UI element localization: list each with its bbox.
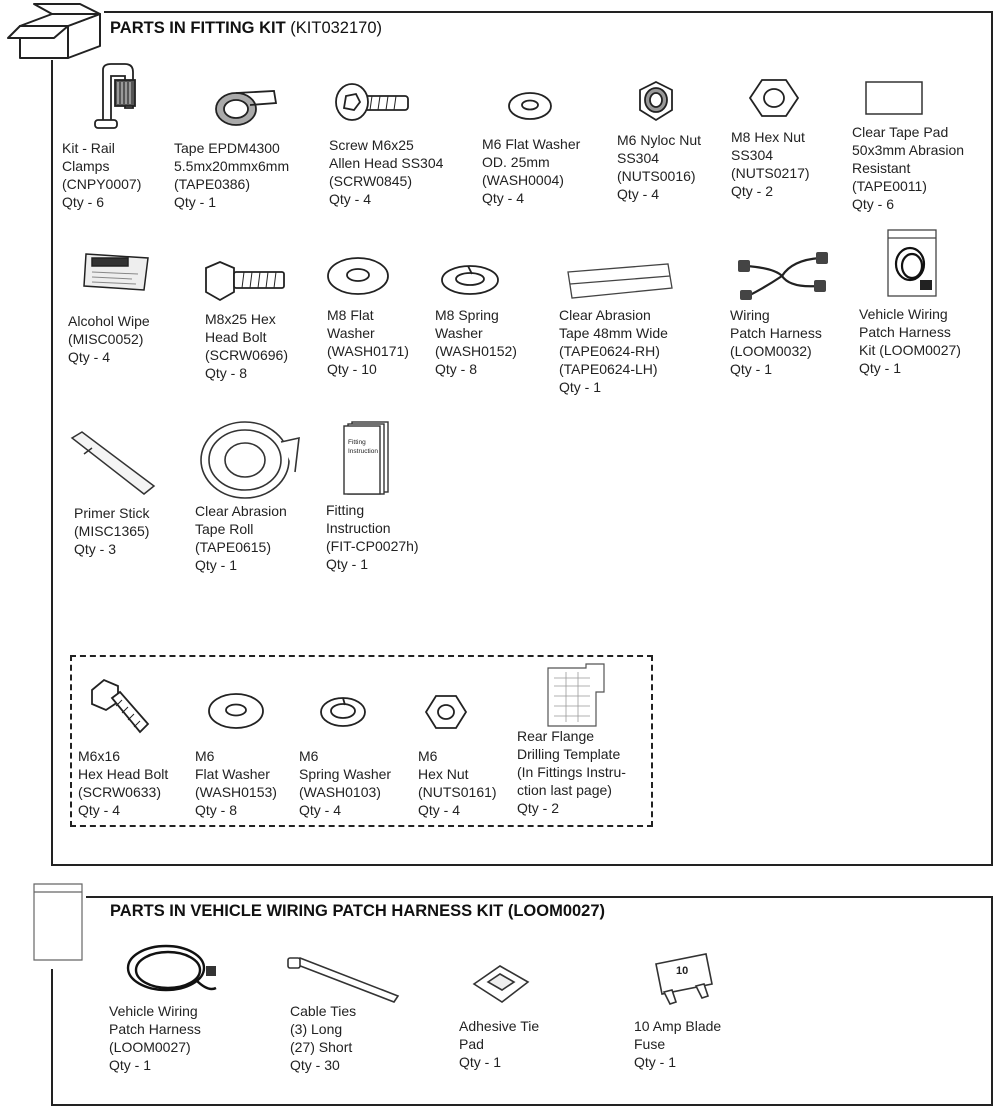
wiring-harness-icon xyxy=(734,248,830,307)
dashed-group-box xyxy=(70,655,653,827)
tape-pad-icon xyxy=(862,78,926,123)
nyloc-nut-icon xyxy=(634,78,678,129)
drilling-template-icon xyxy=(546,662,608,733)
blade-fuse-icon: 10 xyxy=(650,950,716,1013)
harness-kit-title: PARTS IN VEHICLE WIRING PATCH HARNESS KI… xyxy=(110,902,606,920)
hex-nut-icon xyxy=(748,76,800,127)
booklet-title-line1: Fitting xyxy=(348,439,366,446)
cardboard-box-icon xyxy=(4,2,104,60)
harness-kit-panel xyxy=(51,896,993,1106)
spring-washer-icon xyxy=(318,694,368,735)
fuse-rating-label: 10 xyxy=(676,965,688,977)
hex-bolt-icon xyxy=(202,258,288,313)
flat-washer-icon xyxy=(506,90,554,127)
booklet-icon: Fitting Instruction xyxy=(340,420,392,501)
rail-clamp-icon xyxy=(85,62,147,137)
wiring-coil-icon xyxy=(120,940,220,1007)
flat-washer-icon xyxy=(206,690,266,737)
adhesive-pad-icon xyxy=(470,962,532,1011)
booklet-title-line2: Instruction xyxy=(348,448,378,455)
spring-washer-icon xyxy=(438,262,502,303)
harness-kit-bag-icon xyxy=(884,228,940,303)
allen-screw-icon xyxy=(330,80,414,135)
tape-roll-icon xyxy=(210,85,280,136)
abrasion-tape-icon xyxy=(564,262,676,307)
fitting-kit-panel xyxy=(51,11,993,866)
alcohol-wipe-icon xyxy=(82,250,152,299)
tape-roll-large-icon xyxy=(195,412,301,509)
plastic-bag-icon xyxy=(30,880,86,969)
part-label-primer-stick: Primer Stick(MISC1365)Qty - 3 xyxy=(74,505,150,557)
fitting-kit-title: PARTS IN FITTING KIT (KIT032170) xyxy=(110,19,382,37)
primer-stick-icon xyxy=(68,430,158,505)
flat-washer-icon xyxy=(325,254,391,303)
cable-tie-icon xyxy=(286,954,402,1009)
hex-nut-icon xyxy=(424,692,468,737)
hex-bolt-icon xyxy=(88,678,150,743)
part-label-alcohol-wipe: Alcohol Wipe(MISC0052)Qty - 4 xyxy=(68,313,150,365)
